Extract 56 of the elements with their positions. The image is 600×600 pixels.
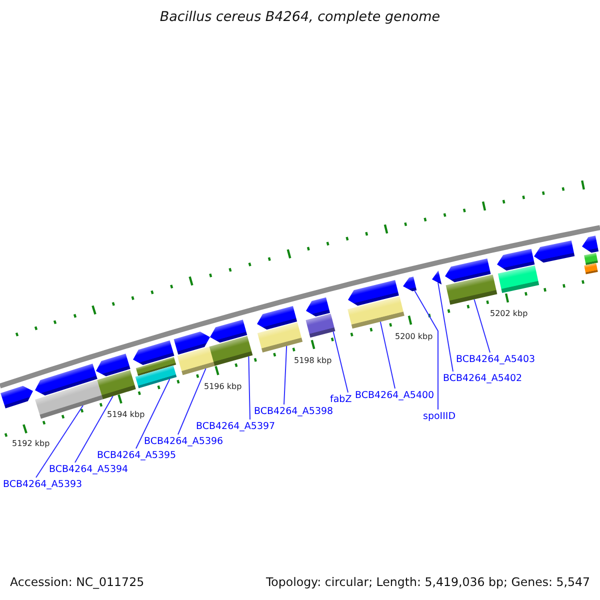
gene-bar <box>498 266 540 294</box>
gene-label: fabZ <box>330 394 352 406</box>
gene-block <box>174 332 210 355</box>
leader-line <box>178 368 206 435</box>
gene-label: BCB4264_A5402 <box>443 373 522 385</box>
gene-block <box>35 364 98 396</box>
gene-block <box>133 340 174 366</box>
leader-line <box>74 396 114 463</box>
gene-label: BCB4264_A5395 <box>97 450 176 462</box>
gene-label: BCB4264_A5403 <box>456 354 536 366</box>
diagram-title: Bacillus cereus B4264, complete genome <box>160 9 440 25</box>
scale-label: 5202 kbp <box>490 309 528 319</box>
leader-line <box>414 290 438 410</box>
leader-line <box>438 282 454 372</box>
gene-bar <box>306 314 336 338</box>
scale-label: 5196 kbp <box>204 382 242 392</box>
gene-block <box>582 236 599 253</box>
gene-block <box>257 306 298 330</box>
gene-bar <box>209 336 253 366</box>
gene-block <box>96 354 130 376</box>
leader-line <box>36 405 84 478</box>
gene-bar <box>348 296 404 329</box>
gene-label: BCB4264_A5397 <box>196 421 276 433</box>
scale-label: 5192 kbp <box>12 439 50 449</box>
gene-bar <box>135 365 177 388</box>
gene-block <box>445 258 491 282</box>
gene-label: BCB4264_A5398 <box>254 406 334 418</box>
leader-line <box>332 331 348 393</box>
leader-line <box>474 298 490 353</box>
scale-label: 5200 kbp <box>395 332 433 342</box>
gene-bar <box>97 370 136 400</box>
gene-label: BCB4264_A5400 <box>355 390 434 402</box>
leader-line <box>136 378 170 449</box>
gene-block <box>403 276 417 292</box>
gene-bar <box>136 356 176 376</box>
gene-bar <box>177 346 216 376</box>
scale-label: 5198 kbp <box>294 356 332 366</box>
gene-block <box>348 280 399 306</box>
gene-block <box>0 386 33 408</box>
gene-label: BCB4264_A5394 <box>49 464 128 476</box>
gene-bar <box>446 274 498 305</box>
scale-label: 5194 kbp <box>107 410 145 420</box>
gene-block <box>497 248 535 271</box>
gene-label: spoIIID <box>423 411 456 423</box>
gene-bar <box>584 252 598 266</box>
gene-block <box>432 270 442 284</box>
accession-text: Accession: NC_011725 <box>10 575 144 589</box>
gene-bar <box>584 263 598 274</box>
leader-line <box>248 356 250 420</box>
gene-label: BCB4264_A5393 <box>3 479 82 491</box>
genome-summary-text: Topology: circular; Length: 5,419,036 bp; Genes: 5,547 <box>266 575 590 589</box>
gene-block <box>306 297 330 317</box>
gene-bar <box>257 322 303 352</box>
gene-label: BCB4264_A5396 <box>144 436 224 448</box>
gene-block <box>534 240 575 263</box>
gene-block <box>210 320 248 343</box>
